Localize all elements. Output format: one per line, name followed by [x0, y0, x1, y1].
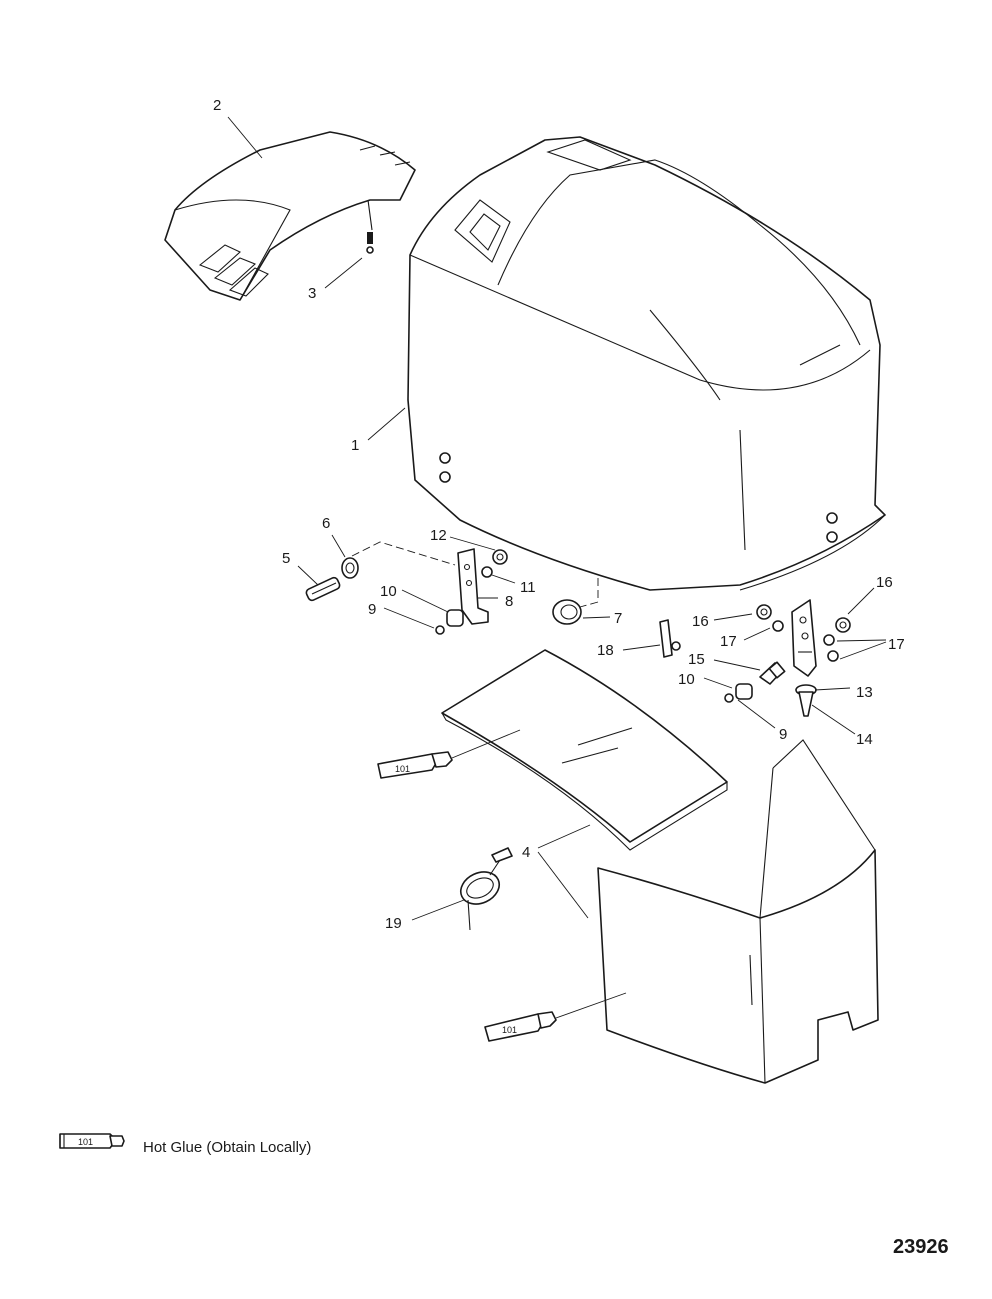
callout-1: 1: [351, 437, 359, 454]
part-latch-plate-right: [791, 599, 817, 677]
part-lock-washer-right-a: [772, 620, 784, 632]
part-top-cowl: [407, 136, 886, 591]
callout-16-left: 16: [692, 613, 709, 630]
callout-19: 19: [385, 915, 402, 932]
callout-7: 7: [614, 610, 622, 627]
part-latch-pin: [759, 661, 786, 685]
part-nut-right-a: [756, 604, 772, 620]
sealant-tube-upper: 101: [377, 729, 521, 779]
part-bushing-left: [446, 609, 464, 627]
callout-14: 14: [856, 731, 873, 748]
part-lock-washer-right-b: [823, 634, 839, 662]
tube-code-label: 101: [502, 1025, 517, 1035]
tube-code-label: 101: [395, 764, 410, 774]
part-push-rivet: [795, 684, 817, 717]
part-ring-decal: [459, 847, 513, 931]
callout-17-left: 17: [720, 633, 737, 650]
sealant-tube-lower: 101: [484, 992, 627, 1042]
part-sound-pad-upper: [441, 649, 728, 851]
part-nut-upper: [492, 549, 508, 565]
legend-tube-code: 101: [78, 1137, 93, 1147]
callout-9-right: 9: [779, 726, 787, 743]
callout-10-left: 10: [380, 583, 397, 600]
legend: 101 Hot Glue (Obtain Locally): [59, 1133, 311, 1156]
callout-17-right: 17: [888, 636, 905, 653]
part-nut-right-b: [835, 617, 851, 633]
callout-16-right: 16: [876, 574, 893, 591]
leader-lines: [227, 116, 887, 921]
part-lock-washer-upper: [481, 566, 493, 578]
part-latch-bracket: [457, 548, 489, 625]
callout-13: 13: [856, 684, 873, 701]
callout-5: 5: [282, 550, 290, 567]
callout-11: 11: [520, 579, 536, 596]
part-rear-vent-cover: [164, 131, 416, 301]
callout-15: 15: [688, 651, 705, 668]
callout-2: 2: [213, 97, 221, 114]
part-small-washer-right: [724, 693, 734, 703]
part-small-washer-left: [435, 625, 445, 635]
callout-12: 12: [430, 527, 447, 544]
callout-4: 4: [522, 844, 530, 861]
part-stud: [305, 576, 341, 602]
callout-18: 18: [597, 642, 614, 659]
callout-6: 6: [322, 515, 330, 532]
legend-text: Hot Glue (Obtain Locally): [143, 1139, 311, 1156]
callout-8: 8: [505, 593, 513, 610]
legend-sealant-tube-icon: 101: [59, 1133, 125, 1149]
part-washer: [341, 557, 359, 579]
callouts: 2 3 1 6 5 12 11 8 10 9 7 18 16 17 15 10 …: [213, 97, 905, 932]
part-bushing-right: [735, 683, 753, 700]
figure-number: 23926: [893, 1236, 949, 1258]
callout-10-right: 10: [678, 671, 695, 688]
part-sound-pad-lower: [597, 739, 879, 1084]
part-latch-clip: [659, 619, 681, 658]
callout-9-left: 9: [368, 601, 376, 618]
callout-3: 3: [308, 285, 316, 302]
part-grommet: [552, 599, 582, 625]
